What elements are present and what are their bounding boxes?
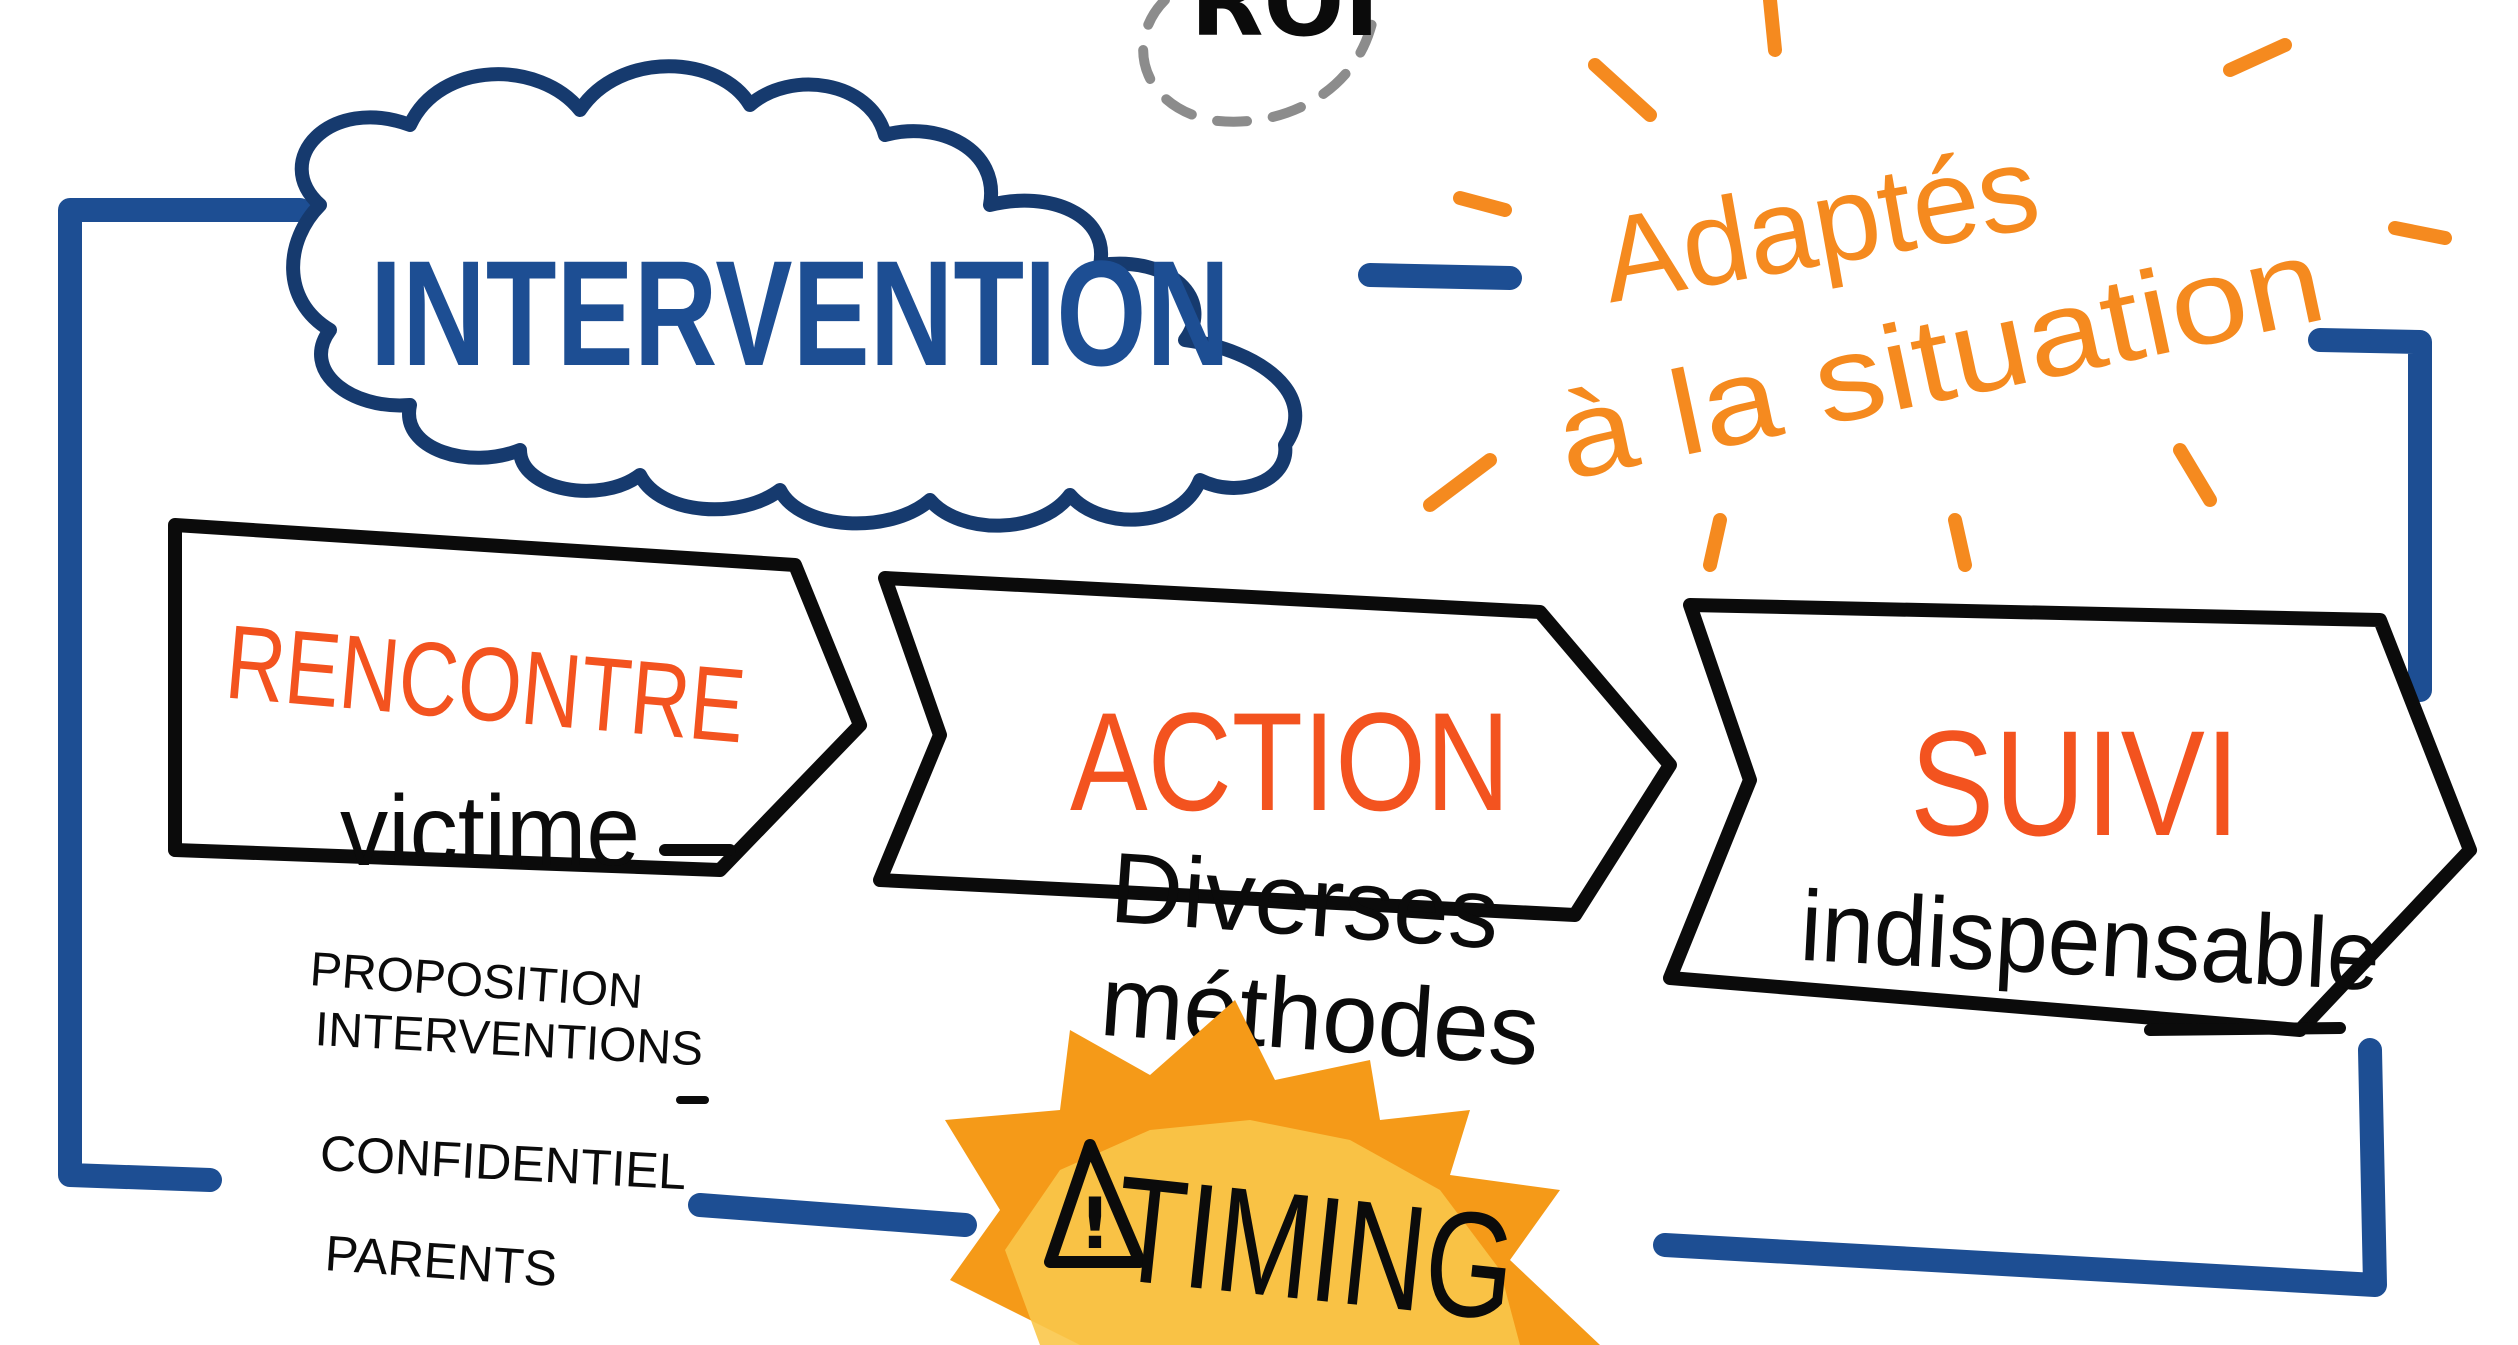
- roi-text: ROI: [1190, 0, 1379, 58]
- step-action-subtitle-1: Diverses: [1107, 832, 1503, 971]
- note-parents: PARENTS: [323, 1225, 559, 1297]
- step-suivi-title: SUIVI: [1910, 699, 2240, 867]
- blue-frame: [58, 198, 2432, 1297]
- timing-text: TIMING: [1108, 1144, 1523, 1345]
- warning-icon: !: [1044, 1139, 1146, 1268]
- intervention-title: INTERVENTION: [370, 229, 1230, 397]
- note-confidentiel: CONFIDENTIEL: [319, 1125, 688, 1200]
- step-arrows: [168, 518, 2477, 1037]
- step-action-title: ACTION: [1070, 683, 1510, 840]
- sun-rays: [1423, 0, 2452, 572]
- suivi-underline: [2144, 1022, 2346, 1036]
- arrow-action: [873, 571, 1677, 922]
- intervention-cloud: [286, 59, 1303, 533]
- roi-circle: [1138, 0, 1380, 127]
- timing-burst-inner: [1005, 1120, 1520, 1345]
- warning-symbol: !: [1079, 1183, 1111, 1265]
- note-interventions: INTERVENTIONS: [314, 1003, 705, 1076]
- step-rencontre-subtitle: victime: [340, 775, 640, 887]
- arrow-rencontre: [168, 518, 867, 877]
